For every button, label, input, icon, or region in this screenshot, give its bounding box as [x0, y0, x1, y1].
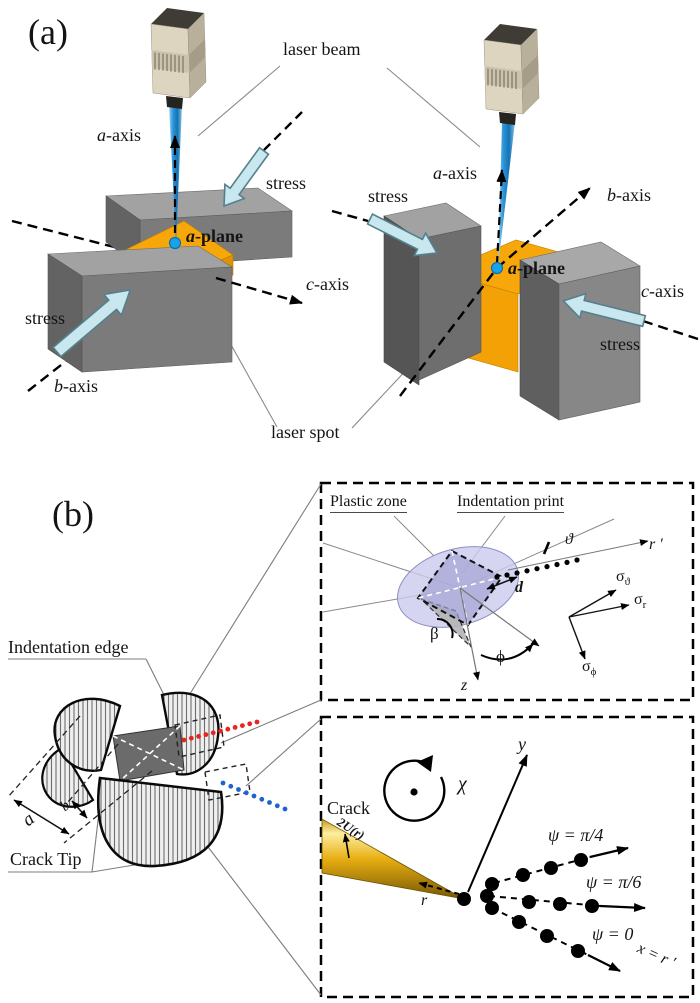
laser-device-right [483, 23, 540, 126]
red-dotted-cut-line [181, 719, 260, 743]
theta-label: ϑ [565, 531, 573, 548]
z-label: z [461, 677, 468, 694]
crack-wedge [321, 818, 465, 900]
stress-arrow-left-lower [51, 288, 132, 358]
c-axis-label-left: c-axis [306, 274, 349, 294]
laser-spot-label: laser spot [271, 422, 340, 442]
indentation-edge-label: Indentation edge [8, 637, 129, 657]
a-plane-label-left: a-plane [186, 226, 244, 246]
y-axis-label: y [518, 734, 526, 754]
stress-arrow-right-right [562, 292, 647, 328]
stress-label-right-lower: stress [600, 334, 640, 354]
sigma-arrows [568, 589, 630, 660]
right-sample-assembly [331, 122, 699, 421]
laser-beam-label: laser beam [283, 39, 361, 59]
inset-top-box [319, 481, 695, 702]
laser-spot-right [490, 261, 504, 275]
y-axis-arrow [467, 754, 528, 893]
b-axis-label-left: b-axis [54, 376, 98, 396]
crack-label: Crack [327, 798, 370, 818]
chi-label: χ [458, 773, 467, 795]
theta-dotted-line [494, 557, 580, 580]
psi-0-label: ψ = 0 [592, 924, 634, 944]
sigma-theta-label: σϑ [616, 568, 631, 589]
stress-arrow-left-upper [223, 146, 270, 208]
plastic-zone-label: Plastic zone [330, 493, 407, 513]
stress-label-left-upper: stress [266, 173, 306, 193]
blue-dotted-cut-line [220, 780, 288, 812]
a-axis-label-left: a-axis [97, 125, 141, 145]
panel-b-label: (b) [52, 494, 94, 534]
phi-label: ϕ [496, 647, 505, 666]
sigma-phi-label: σϕ [582, 658, 597, 679]
r-label: r [421, 892, 428, 909]
crack-tip-label: Crack Tip [10, 849, 82, 869]
chi-rotation-arc [383, 759, 446, 822]
measurement-points [457, 853, 599, 958]
laser-device-left [150, 7, 207, 110]
d-label: d [515, 579, 523, 596]
indentation-crack-structure [7, 691, 288, 868]
indentation-print-label: Indentation print [457, 493, 565, 513]
laser-spot-left [168, 236, 182, 250]
panel-a-graphics [11, 7, 699, 429]
sigma-r-label: σr [634, 591, 647, 612]
laser-beam-right [498, 122, 515, 266]
left-sample-assembly [11, 106, 303, 392]
psi-pi4-label: ψ = π/4 [548, 825, 604, 845]
stress-label-left-lower: stress [25, 308, 65, 328]
a-axis-label-right: a-axis [433, 163, 477, 183]
psi-pi6-label: ψ = π/6 [586, 872, 642, 892]
stress-label-right-left: stress [368, 186, 408, 206]
c-axis-label-right: c-axis [641, 281, 684, 301]
a-plane-label-right: a-plane [508, 258, 566, 278]
beta-label: β [430, 624, 439, 643]
r-prime-label: r ′ [649, 536, 663, 553]
inset-bottom-content [321, 754, 646, 972]
inset-bottom-box [319, 715, 695, 999]
b-axis-label-right: b-axis [607, 185, 651, 205]
panel-b-graphics [7, 481, 695, 999]
inset-top-content [322, 515, 649, 681]
panel-a-label: (a) [28, 12, 68, 52]
stress-arrow-right-left [366, 213, 439, 257]
